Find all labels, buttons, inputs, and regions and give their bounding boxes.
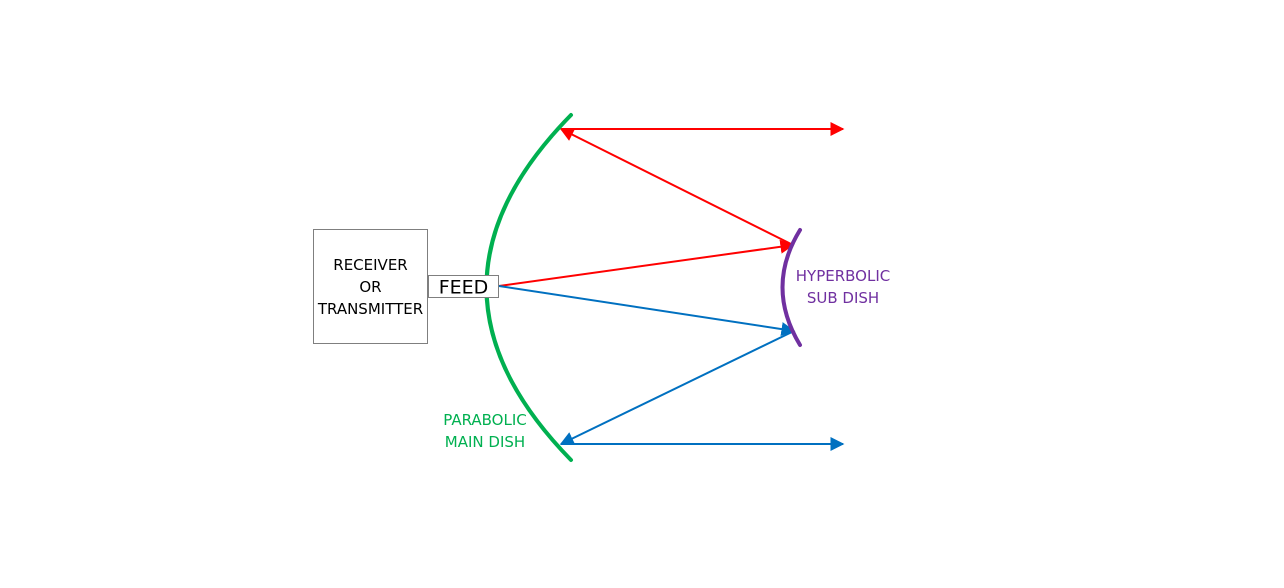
receiver-label-line1: RECEIVER [333,256,407,274]
main-dish-label-line2: MAIN DISH [445,433,525,451]
receiver-transmitter-box [313,229,428,344]
receiver-label-line2: OR [359,278,381,296]
feed-label: FEED [439,277,489,299]
main-dish-label-line1: PARABOLIC [443,411,527,429]
blue-ray-subdish-to-maindish [559,330,795,445]
sub-dish-label-line1: HYPERBOLIC [796,267,890,285]
hyperbolic-sub-dish [780,228,802,347]
parabolic-main-dish [484,113,573,462]
feed-box [428,275,499,298]
red-ray-feed-to-subdish [498,239,795,287]
sub-dish-label-line2: SUB DISH [807,289,879,307]
receiver-label-line3: TRANSMITTER [317,300,423,318]
blue-ray-feed-to-subdish [498,285,796,337]
red-ray-subdish-to-maindish [559,128,794,246]
